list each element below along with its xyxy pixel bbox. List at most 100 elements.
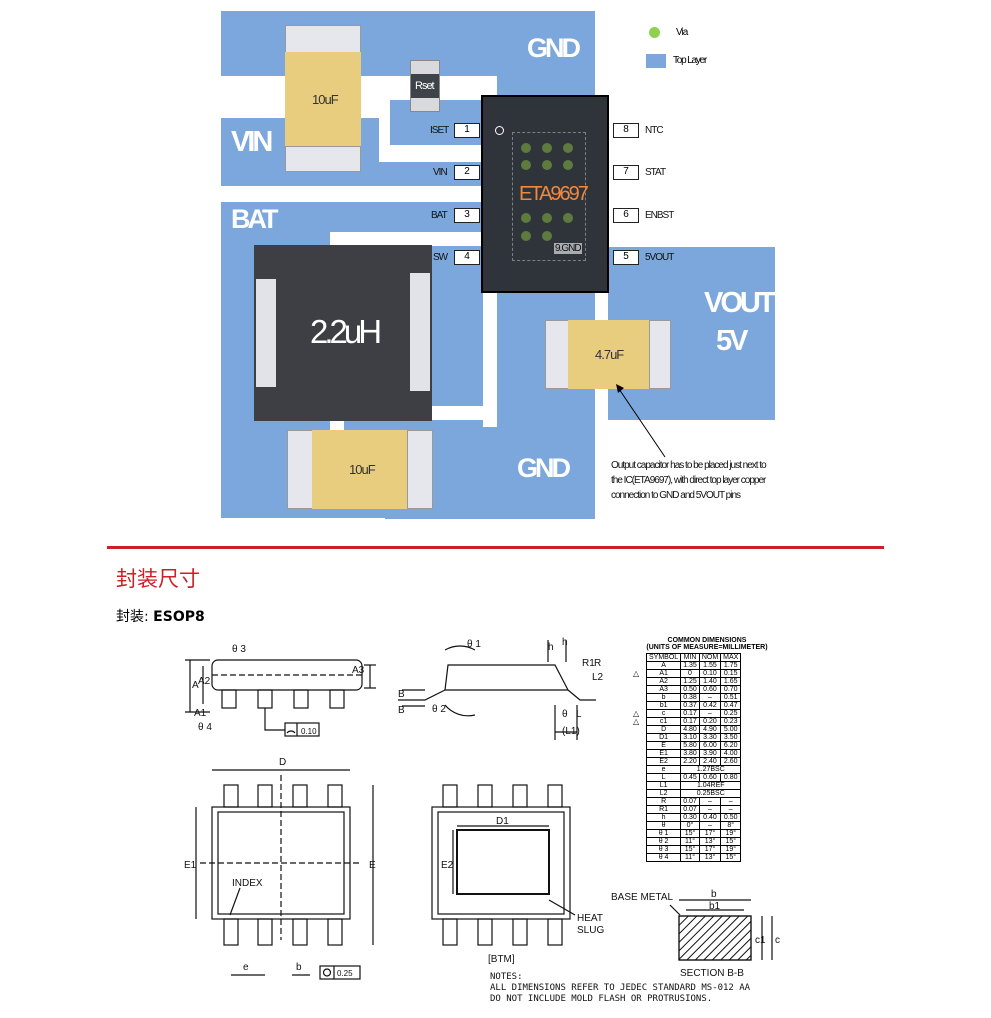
table-cell: D [645,725,682,734]
table-header: MIN [680,653,700,662]
table-header: SYMBOL [645,653,682,662]
section-title: 封装尺寸 [116,567,200,591]
dim-label: HEAT [577,913,603,924]
table-cell: 4.80 [680,725,700,734]
table-cell: 2.40 [698,757,722,766]
pin-number: 2 [454,165,480,180]
table-cell: 1.40 [698,677,722,686]
table-cell: 0.17 [680,709,700,718]
table-cell: 5.00 [720,725,742,734]
dim-label: 0.10 [301,727,317,736]
dim-label: INDEX [232,878,263,889]
capacitor-vin-label: 10uF [312,92,339,107]
dim-label: e [243,962,249,973]
package-line: 封装: ESOP8 [116,606,205,626]
table-cell: 19° [720,829,742,838]
dim-label: (L1) [562,726,580,737]
dim-label: [BTM] [488,954,515,965]
revision-triangle-icon: △ [633,669,640,678]
notes-title: NOTES: [490,972,523,982]
table-cell: 4.00 [720,749,742,758]
table-cell: 2.60 [720,757,742,766]
table-subtitle: (UNITS OF MEASURE=MILLIMETER) [646,644,768,651]
table-cell: 4.90 [698,725,722,734]
table-cell: L2 [645,789,682,798]
pin-label: 5VOUT [645,252,674,263]
package-name: ESOP8 [153,609,205,625]
table-title: COMMON DIMENSIONS [667,637,747,644]
table-cell: c△ [633,709,682,718]
table-cell: 0° [680,821,700,830]
capacitor-bat: 10uF [287,430,433,509]
table-header: NOM [698,653,722,662]
table-cell: 0.51 [720,693,742,702]
table-cell: R [645,797,682,806]
table-cell: A1△ [633,669,682,678]
table-cell: e [645,765,682,774]
ic-thermal-pad: 9.GND [512,132,586,261]
table-cell: 8° [720,821,742,830]
dim-label: D1 [496,816,509,827]
table-cell: 17° [698,829,722,838]
table-cell: R1 [645,805,682,814]
net-label-vout: VOUT [704,287,776,319]
table-cell: 15° [720,837,742,846]
dim-label: A3 [352,665,365,676]
table-cell: c1△ [633,717,682,726]
table-cell: 1.27BSC [680,765,742,774]
table-cell: E1 [645,749,682,758]
table-cell: – [698,805,722,814]
table-cell: 3.90 [698,749,722,758]
dim-label: 0.25 [337,969,353,978]
resistor-rset: Rset [410,60,440,112]
dim-label: θ 3 [232,644,246,655]
revision-triangle-icon: △ [633,717,640,726]
dim-label: c1 [755,935,766,946]
capacitor-vin: 10uF [285,25,361,172]
dim-label: L2 [592,672,604,683]
table-cell: L [645,773,682,782]
pin-label: VIN [433,167,448,178]
pin-label: SW [433,252,448,263]
table-cell: h [645,813,682,822]
table-cell: 0 [680,669,700,678]
table-cell: 5.80 [680,741,700,750]
table-cell: 0.38 [680,693,700,702]
table-cell: E2 [645,757,682,766]
table-cell: 17° [698,845,722,854]
table-cell: 0.20 [698,717,722,726]
table-cell: 1.35 [680,661,700,670]
table-cell: θ 1 [645,829,682,838]
inductor: 2.2uH [254,245,432,421]
table-cell: 1.25 [680,677,700,686]
table-cell: b1 [645,701,682,710]
ic-pad-label: 9.GND [554,243,582,254]
table-cell: 1.65 [720,677,742,686]
pin-number: 1 [454,123,480,138]
dim-label: h [548,642,554,653]
dim-label: R [594,658,601,669]
table-cell: 0.40 [698,813,722,822]
table-cell: – [698,709,722,718]
dim-label: θ 2 [432,704,446,715]
table-cell: A3 [645,685,682,694]
dim-label: SECTION B-B [680,968,744,979]
table-cell: – [698,797,722,806]
pin-label: NTC [645,125,664,136]
table-cell: 3.30 [698,733,722,742]
